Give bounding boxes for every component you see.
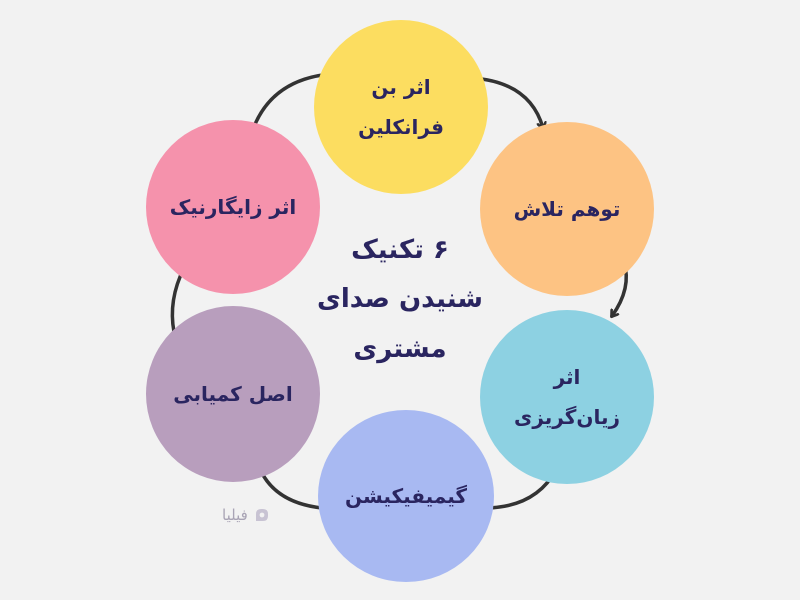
center-title-line: ۶ تکنیک — [351, 234, 449, 265]
center-title-line: مشتری — [353, 333, 447, 364]
node-label-line: اثر بن — [371, 75, 431, 99]
node-label-line: اثر زایگارنیک — [169, 195, 297, 219]
node-gamification: گیمیفیکیشن — [318, 410, 494, 582]
node-zeigarnik-effect: اثر زایگارنیک — [146, 120, 320, 294]
node-label-line: اثر — [553, 365, 581, 389]
node-label-line: زیان‌گریزی — [514, 405, 620, 429]
node-effort-illusion: توهم تلاش — [480, 122, 654, 296]
node-label-line: اصل کمیابی — [173, 382, 293, 406]
node-label-line: توهم تلاش — [513, 197, 621, 221]
center-title: ۶ تکنیک شنیدن صدای مشتری — [300, 200, 500, 400]
center-title-line: شنیدن صدای — [317, 284, 483, 315]
logo-text: فیلیا — [222, 506, 248, 524]
arrow-6-to-1 — [250, 74, 330, 134]
logo-icon — [255, 509, 268, 521]
node-scarcity-principle: اصل کمیابی — [146, 306, 320, 482]
node-label-line: گیمیفیکیشن — [344, 484, 468, 508]
node-ben-franklin-effect: اثر بن فرانکلین — [314, 20, 488, 194]
node-loss-aversion: اثر زیان‌گریزی — [480, 310, 654, 484]
node-label-line: فرانکلین — [358, 115, 444, 139]
brand-logo: فیلیا — [222, 506, 270, 524]
